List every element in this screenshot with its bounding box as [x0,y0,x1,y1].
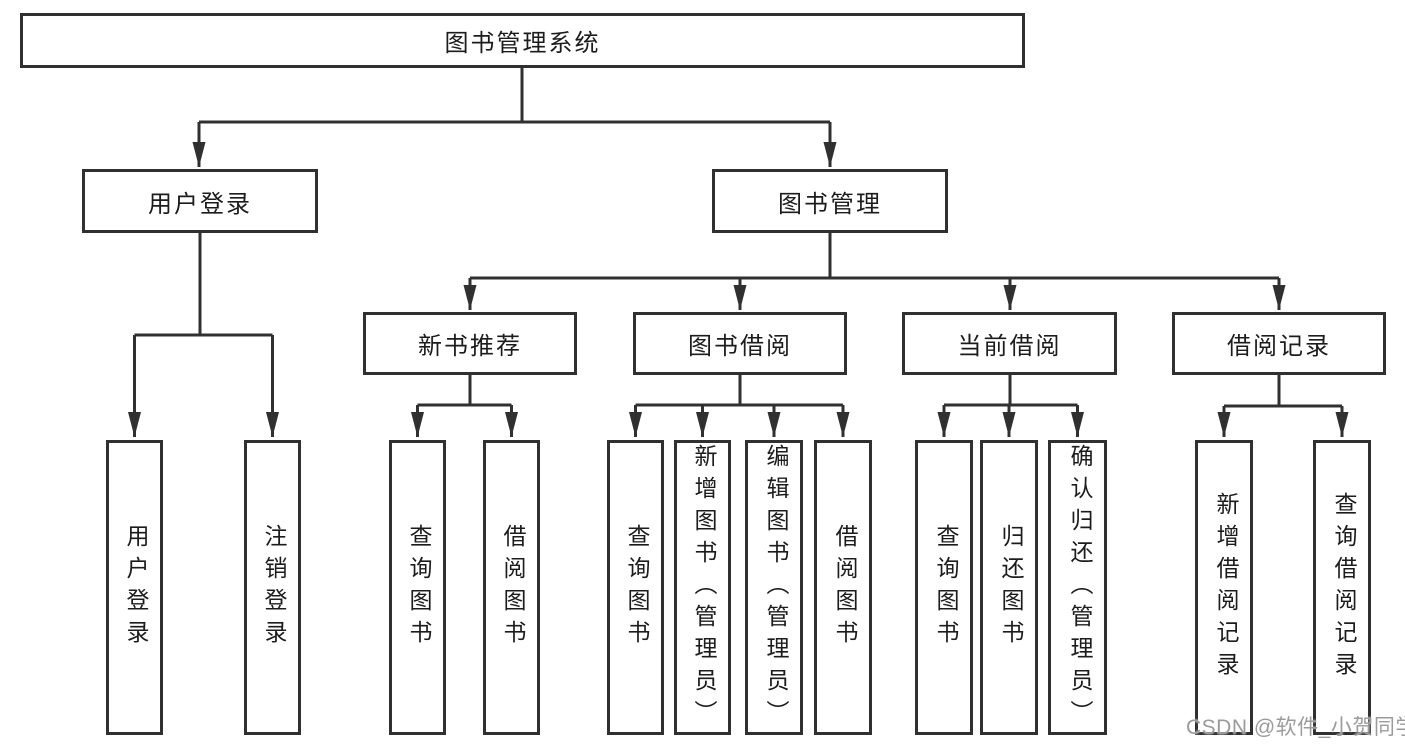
node-book-management: 图书管理 [712,169,948,233]
root-connector [192,66,837,167]
current-borrow-connector [937,375,1084,437]
leaf-query-books-borrow: 查询图书 [607,440,664,735]
book-borrow-connector [629,375,850,437]
new-book-connector [411,375,518,437]
leaf-add-borrow-record: 新增借阅记录 [1195,440,1253,735]
leaf-confirm-return-admin: 确认归还（管理员） [1048,440,1107,735]
leaf-add-book-admin: 新增图书（管理员） [674,440,731,735]
book-management-connector [463,233,1286,310]
node-new-book-recommend: 新书推荐 [363,312,577,375]
node-user-login: 用户登录 [82,169,318,233]
node-borrow-records: 借阅记录 [1172,312,1386,375]
leaf-edit-book-admin: 编辑图书（管理员） [745,440,803,735]
node-library-management-system: 图书管理系统 [20,13,1025,68]
leaf-borrow-books-recommend: 借阅图书 [483,440,540,735]
leaf-user-login: 用户登录 [106,440,163,735]
leaf-logout: 注销登录 [244,440,301,735]
node-book-borrow: 图书借阅 [633,312,847,375]
leaf-query-books-recommend: 查询图书 [389,440,446,735]
node-current-borrow: 当前借阅 [902,312,1117,375]
leaf-query-books-current: 查询图书 [915,440,973,735]
leaf-return-book: 归还图书 [980,440,1038,735]
csdn-watermark: CSDN @软件_小贺同学 [1186,716,1405,739]
leaf-query-borrow-record: 查询借阅记录 [1313,440,1371,735]
leaf-borrow-books: 借阅图书 [814,440,872,735]
borrow-records-connector [1217,375,1349,437]
user-login-connector [128,233,279,437]
